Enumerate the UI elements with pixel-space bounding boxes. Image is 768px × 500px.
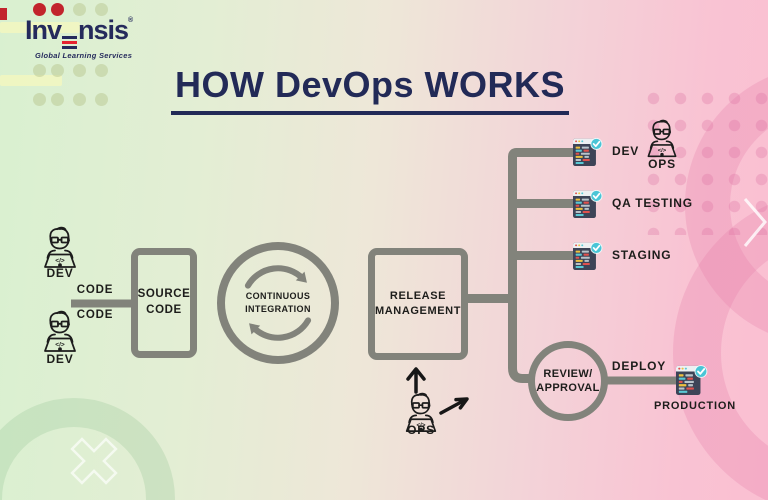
decorative-dot: [33, 93, 46, 106]
decorative-dot: [95, 93, 108, 106]
decorative-yellow-bar: [0, 22, 80, 33]
environment-row-staging: STAGING: [573, 237, 671, 273]
decorative-red-square: [0, 8, 7, 20]
source-code-text: SOURCE CODE: [137, 288, 191, 316]
logo-text-suffix: nsis: [78, 15, 129, 45]
environment-row-dev: DEV: [573, 133, 639, 169]
decorative-dot: [51, 3, 64, 16]
decorative-dot: [51, 64, 64, 77]
decorative-dot: [73, 93, 86, 106]
logo-tagline: Global Learning Services: [34, 51, 133, 60]
code-top-label: CODE: [76, 284, 114, 296]
decorative-yellow-bar: [0, 75, 62, 86]
decorative-dot: [73, 3, 86, 16]
production-code-window-icon: [676, 364, 708, 396]
decorative-dot: [95, 64, 108, 77]
registered-trademark: ®: [128, 17, 133, 24]
continuous-integration-text: CONTINUOUS INTEGRATION: [245, 291, 311, 314]
branch-trunk-line: [508, 148, 574, 383]
title-container: HOW DevOps WORKS: [0, 64, 740, 115]
dev-top-label: DEV: [46, 266, 74, 280]
environment-label: STAGING: [612, 248, 672, 262]
review-approval-circle: REVIEW/ APPROVAL: [528, 341, 608, 421]
deploy-label: DEPLOY: [611, 359, 667, 373]
up-right-arrow-icon: [439, 397, 469, 415]
ops-top-label: OPS: [648, 157, 676, 171]
circular-arrows-icon: [244, 265, 312, 341]
decorative-dot: [33, 64, 46, 77]
source-code-box: SOURCE CODE: [131, 248, 197, 358]
release-management-text: RELEASE MANAGEMENT: [374, 290, 462, 317]
environment-row-qa-testing: QA TESTING: [573, 185, 693, 221]
developer-person-icon: [44, 226, 76, 268]
ops-person-icon: [647, 119, 677, 158]
code-editor-window-icon: [573, 137, 603, 167]
dev-bottom-label: DEV: [46, 352, 74, 366]
release-management-box: RELEASE MANAGEMENT: [368, 248, 468, 360]
decorative-dot: [33, 3, 46, 16]
decorative-dot: [51, 93, 64, 106]
decorative-dot: [73, 64, 86, 77]
code-editor-window-icon: [573, 241, 603, 271]
continuous-integration-circle: CONTINUOUS INTEGRATION: [217, 242, 339, 364]
production-label: PRODUCTION: [654, 400, 736, 412]
environment-label: QA TESTING: [612, 196, 693, 210]
logo-text-prefix: Inv: [25, 15, 62, 45]
logo-e-glyph: [62, 36, 78, 49]
ops-bottom-label: OPS: [407, 423, 435, 437]
page-title: HOW DevOps WORKS: [170, 64, 570, 115]
code-bottom-label: CODE: [76, 309, 114, 321]
code-editor-window-icon: [573, 189, 603, 219]
decorative-dot: [95, 3, 108, 16]
up-arrow-icon: [406, 367, 426, 394]
environment-label: DEV: [612, 144, 640, 158]
